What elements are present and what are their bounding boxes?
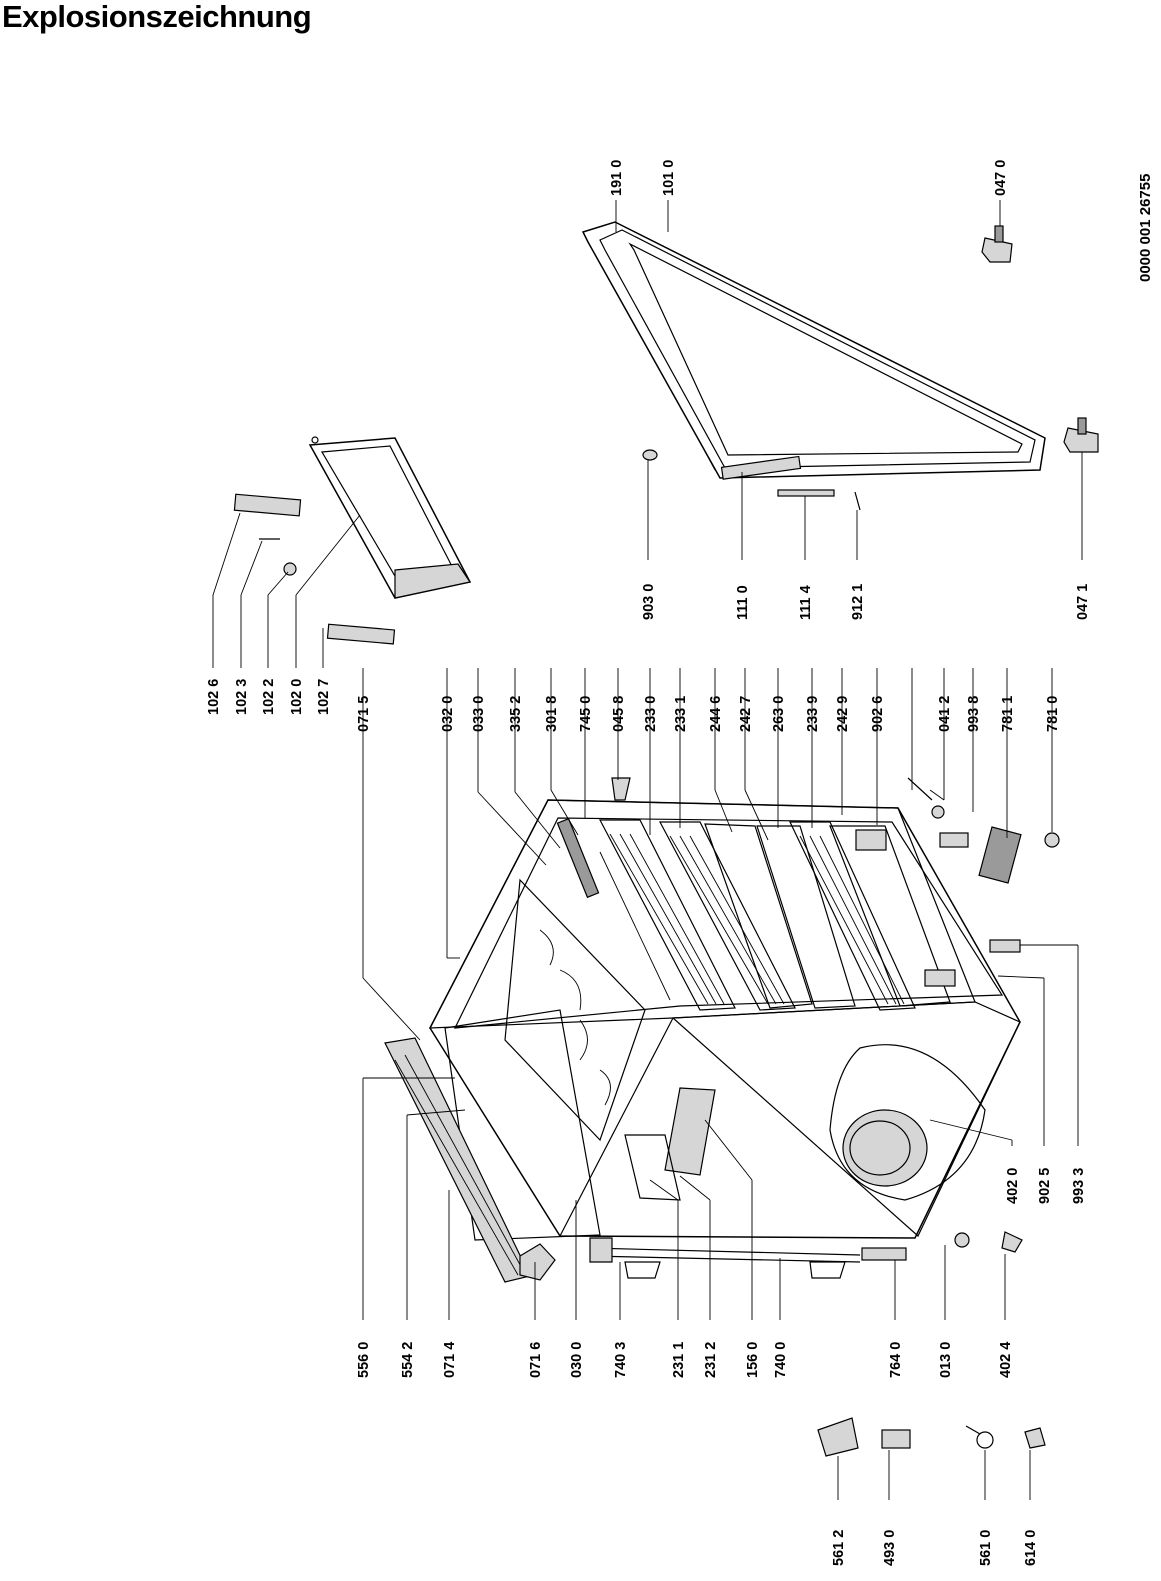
part-label: 047 0	[993, 160, 1009, 196]
page-title: Explosionszeichnung	[2, 0, 312, 34]
part-label: 556 0	[356, 1342, 372, 1378]
part-label: 263 0	[771, 696, 787, 732]
part-label: 032 0	[440, 696, 456, 732]
part-label: 033 0	[471, 696, 487, 732]
refrigerator-cabinet	[384, 777, 1060, 1283]
part-label: 045 8	[611, 696, 627, 732]
part-label: 993 8	[966, 696, 982, 732]
part-label: 041 2	[937, 696, 953, 732]
compressor	[829, 1044, 986, 1201]
part-label: 493 0	[882, 1530, 898, 1566]
shelf-wire-3	[789, 821, 916, 1011]
part-label: 902 5	[1037, 1168, 1053, 1204]
part-label: 301 8	[544, 696, 560, 732]
part-label: 614 0	[1023, 1530, 1039, 1566]
part-label: 402 0	[1005, 1168, 1021, 1204]
part-label: 233 0	[643, 696, 659, 732]
part-label: 764 0	[888, 1342, 904, 1378]
shelf-wire-1	[599, 819, 736, 1011]
top-shelf-assembly	[233, 436, 472, 645]
part-label: 402 4	[998, 1342, 1014, 1378]
part-label: 071 5	[356, 696, 372, 732]
part-label: 244 6	[708, 696, 724, 732]
part-label: 102 3	[234, 679, 250, 715]
part-label: 903 0	[641, 584, 657, 620]
part-label: 902 6	[870, 696, 886, 732]
part-label: 912 1	[850, 584, 866, 620]
part-label: 781 0	[1045, 696, 1061, 732]
part-label: 335 2	[508, 696, 524, 732]
part-labels: 102 6 102 3 102 2 102 0 102 7 071 5 032 …	[206, 160, 1091, 1566]
part-label: 047 1	[1075, 584, 1091, 620]
part-label: 233 9	[805, 696, 821, 732]
part-label: 102 2	[261, 679, 277, 715]
part-label: 191 0	[609, 160, 625, 196]
document-number: 0000 001 26755	[1137, 174, 1154, 282]
part-label: 071 4	[442, 1342, 458, 1378]
part-label: 102 0	[289, 679, 305, 715]
part-label: 745 0	[578, 696, 594, 732]
part-label: 740 3	[613, 1342, 629, 1378]
shelf-wire-2	[659, 821, 796, 1011]
part-label: 231 1	[671, 1342, 687, 1378]
part-label: 561 0	[978, 1530, 994, 1566]
part-label: 781 1	[1000, 696, 1016, 732]
part-label: 242 9	[835, 696, 851, 732]
leader-lines	[212, 200, 1083, 1500]
part-label: 231 2	[703, 1342, 719, 1378]
part-label: 071 6	[528, 1342, 544, 1378]
part-label: 101 0	[661, 160, 677, 196]
part-label: 102 7	[316, 679, 332, 715]
part-label: 102 6	[206, 679, 222, 715]
part-label: 156 0	[745, 1342, 761, 1378]
part-label: 111 4	[798, 585, 814, 620]
door-panel	[581, 221, 1099, 511]
part-label: 561 2	[831, 1530, 847, 1566]
part-label: 993 3	[1071, 1168, 1087, 1204]
part-label: 554 2	[400, 1342, 416, 1378]
part-label: 233 1	[673, 696, 689, 732]
part-label: 013 0	[938, 1342, 954, 1378]
loose-parts	[817, 1417, 1046, 1457]
part-label: 740 0	[773, 1342, 789, 1378]
part-label: 242 7	[738, 696, 754, 732]
part-label: 030 0	[569, 1342, 585, 1378]
part-label: 111 0	[735, 585, 751, 620]
